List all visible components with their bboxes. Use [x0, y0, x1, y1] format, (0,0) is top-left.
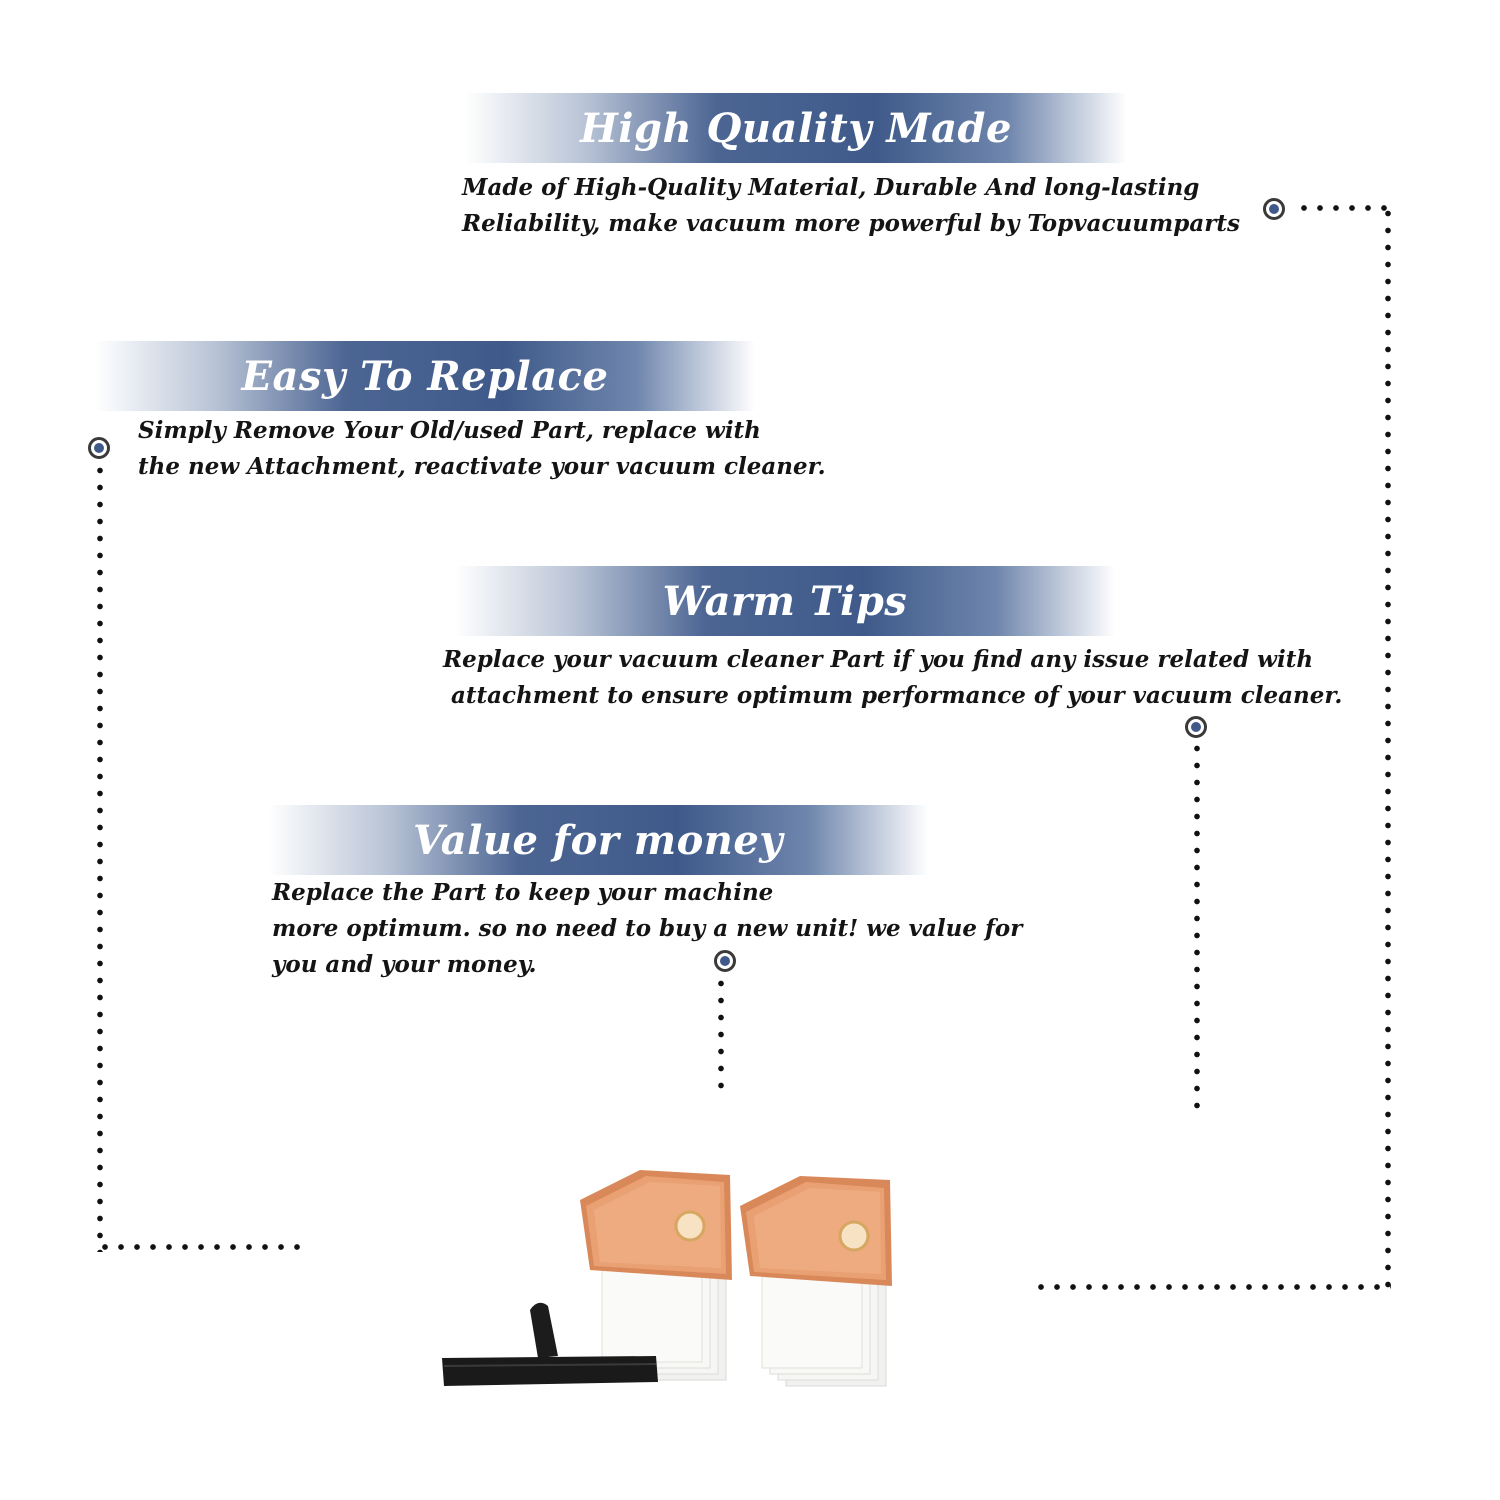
bullet-icon — [1185, 716, 1207, 738]
description-line: attachment to ensure optimum performance… — [443, 682, 1343, 709]
description-line: Replace your vacuum cleaner Part if you … — [443, 646, 1314, 673]
description-line: you and your money. — [272, 951, 537, 978]
bullet-icon — [1263, 198, 1285, 220]
description-line: more optimum. so no need to buy a new un… — [272, 915, 1023, 942]
banner-value-money: Value for money — [268, 805, 928, 875]
description-line: Simply Remove Your Old/used Part, replac… — [138, 417, 761, 444]
dust-bag-stack-icon — [740, 1176, 892, 1387]
banner-high-quality: High Quality Made — [465, 93, 1127, 163]
feature-title: Value for money — [412, 816, 784, 864]
connector-line-middle — [718, 975, 724, 1093]
feature-title: Warm Tips — [662, 577, 908, 625]
upholstery-tool-icon — [442, 1302, 658, 1386]
connector-line-right — [1385, 205, 1391, 1291]
connector-line-bottom-right — [1033, 1284, 1391, 1290]
description-line: Replace the Part to keep your machine — [272, 879, 774, 906]
bullet-icon — [714, 950, 736, 972]
product-image — [442, 1170, 892, 1387]
description-line: the new Attachment, reactivate your vacu… — [138, 453, 826, 480]
feature-description-easy-replace: Simply Remove Your Old/used Part, replac… — [138, 413, 826, 485]
description-line: Made of High-Quality Material, Durable A… — [462, 174, 1200, 201]
dust-bag-stack-icon — [580, 1170, 732, 1381]
connector-line-top-right — [1296, 205, 1392, 211]
banner-easy-replace: Easy To Replace — [95, 341, 755, 411]
feature-title: Easy To Replace — [241, 352, 609, 400]
feature-description-high-quality: Made of High-Quality Material, Durable A… — [462, 170, 1240, 242]
connector-line-bottom-left — [97, 1244, 302, 1250]
banner-warm-tips: Warm Tips — [455, 566, 1115, 636]
feature-description-warm-tips: Replace your vacuum cleaner Part if you … — [443, 642, 1342, 714]
connector-line-middle-right — [1194, 740, 1200, 1110]
description-line: Reliability, make vacuum more powerful b… — [462, 210, 1240, 237]
bullet-icon — [88, 437, 110, 459]
feature-title: High Quality Made — [580, 104, 1012, 152]
connector-line-left — [97, 462, 103, 1252]
feature-description-value-money: Replace the Part to keep your machine mo… — [272, 875, 1022, 983]
